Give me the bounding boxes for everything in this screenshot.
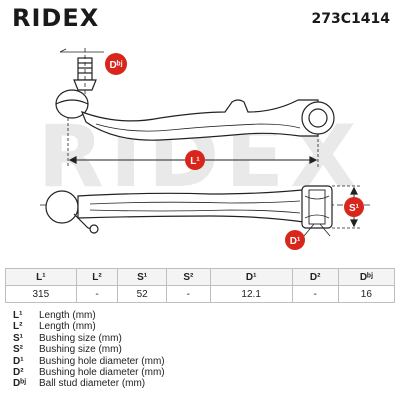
legend-key: L¹ [13,310,23,321]
side-ball-joint [45,190,79,224]
legend-desc: Bushing hole diameter (mm) [39,355,165,367]
legend-item: L² Length (mm) [13,321,165,332]
technical-drawing: RIDEX [38,48,370,250]
legend-desc: Length (mm) [39,321,96,333]
legend-item: S² Bushing size (mm) [13,344,165,355]
header: RIDEX 273C1414 [0,0,400,34]
legend-desc: Ball stud diameter (mm) [39,378,146,390]
side-arm-body [77,189,305,223]
label-d1: D¹ [285,230,305,250]
side-view [40,185,370,237]
legend-desc: Bushing size (mm) [39,344,122,356]
spec-header: S¹ [117,268,167,286]
legend-desc: Length (mm) [39,310,96,321]
brand-logo: RIDEX [12,4,100,32]
svg-text:S¹: S¹ [349,203,360,214]
legend-item: Dᵇʲ Ball stud diameter (mm) [13,378,165,389]
specs-value-row: 315 - 52 - 12.1 - 16 [5,285,396,303]
bushing-outer [301,101,335,135]
legend-key: S² [13,344,23,356]
label-s1: S¹ [344,197,364,217]
spec-header: Dᵇʲ [337,268,396,286]
spec-value: 52 [117,285,167,303]
bushing-inner [308,108,328,128]
legend-key: D² [13,367,24,379]
specs-header-row: L¹ L² S¹ S² D¹ D² Dᵇʲ [5,268,396,286]
specs-table: L¹ L² S¹ S² D¹ D² Dᵇʲ 315 - 52 - 12.1 - … [5,268,396,303]
spec-value: - [291,285,339,303]
spec-value: 12.1 [209,285,293,303]
spec-header: L² [75,268,119,286]
svg-text:Dᵇʲ: Dᵇʲ [109,60,122,71]
spec-value: 315 [5,285,77,303]
legend-key: Dᵇʲ [13,378,27,390]
svg-text:L¹: L¹ [190,156,200,167]
legend-desc: Bushing size (mm) [39,332,122,344]
label-d-bj: Dᵇʲ [105,53,127,75]
side-bushing [301,185,333,229]
spec-header: D² [291,268,339,286]
legend-desc: Bushing hole diameter (mm) [39,367,165,379]
part-number: 273C1414 [311,11,390,27]
legend-item: L¹ Length (mm) [13,310,165,321]
legend-key: S¹ [13,332,23,344]
spec-value: 16 [337,285,396,303]
control-arm-body [80,99,319,141]
legend-item: D¹ Bushing hole diameter (mm) [13,356,165,367]
legend-item: S¹ Bushing size (mm) [13,333,165,344]
legend: L¹ Length (mm) L² Length (mm) S¹ Bushing… [13,310,165,390]
label-l1: L¹ [185,150,205,170]
top-view [55,48,335,168]
spec-value: - [75,285,119,303]
spec-value: - [165,285,211,303]
spec-header: D¹ [209,268,293,286]
spec-header: L¹ [5,268,77,286]
legend-item: D² Bushing hole diameter (mm) [13,367,165,378]
legend-key: D¹ [13,355,24,367]
svg-text:D¹: D¹ [290,236,301,247]
spec-header: S² [165,268,211,286]
legend-key: L² [13,321,23,333]
